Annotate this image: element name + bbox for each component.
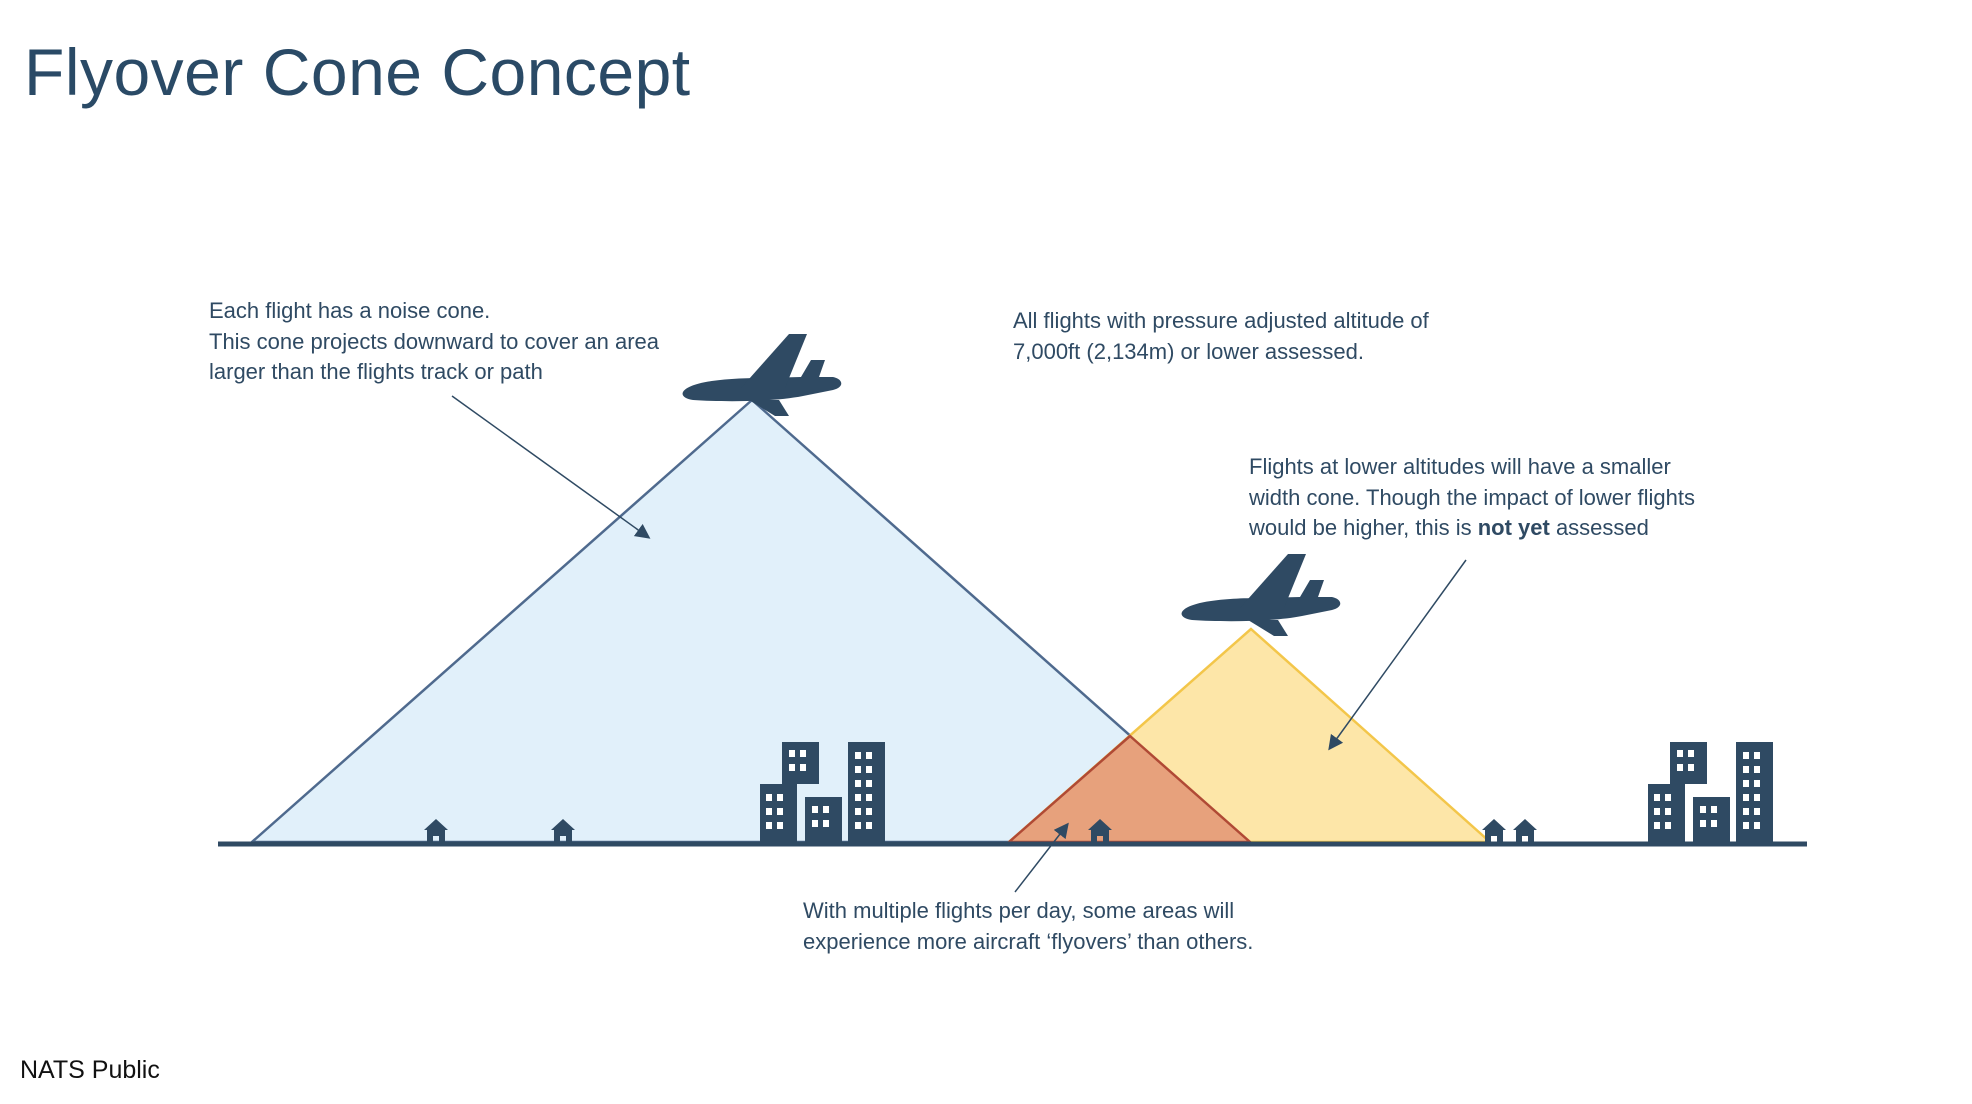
pointer-noise-cone (451, 395, 651, 539)
note-text: would be higher, this is (1249, 515, 1478, 540)
note-line: With multiple flights per day, some area… (803, 898, 1235, 923)
altitude-note: All flights with pressure adjusted altit… (1013, 306, 1429, 367)
note-line: Each flight has a noise cone. (209, 298, 491, 323)
note-line: 7,000ft (2,134m) or lower assessed. (1013, 338, 1364, 364)
note-text: assessed (1549, 515, 1649, 540)
pointer-overlap (1014, 822, 1069, 893)
note-line: Flights at lower altitudes will have a s… (1249, 454, 1671, 479)
note-line: experience more aircraft ‘flyovers’ than… (803, 928, 1254, 954)
page-title: Flyover Cone Concept (24, 35, 691, 109)
airplane-icon (682, 334, 842, 416)
note-line: All flights with pressure adjusted altit… (1013, 308, 1429, 333)
note-line: would be higher, this is not yet assesse… (1249, 513, 1695, 544)
building-icon (1648, 742, 1773, 842)
note-line: This cone projects downward to cover an … (209, 328, 660, 354)
house-icon (1482, 819, 1506, 843)
note-line: larger than the flights track or path (209, 359, 543, 384)
lower-flights-note: Flights at lower altitudes will have a s… (1249, 452, 1695, 544)
pointer-lower-flights (1328, 559, 1467, 751)
house-icon (1513, 819, 1537, 843)
note-emphasis: not yet (1477, 515, 1550, 540)
classification-footer: NATS Public (20, 1056, 160, 1084)
noise-cone-note: Each flight has a noise cone. This cone … (209, 296, 659, 388)
note-line: width cone. Though the impact of lower f… (1249, 484, 1695, 510)
multiple-flights-note: With multiple flights per day, some area… (803, 896, 1253, 957)
airplane-icon (1181, 554, 1341, 636)
